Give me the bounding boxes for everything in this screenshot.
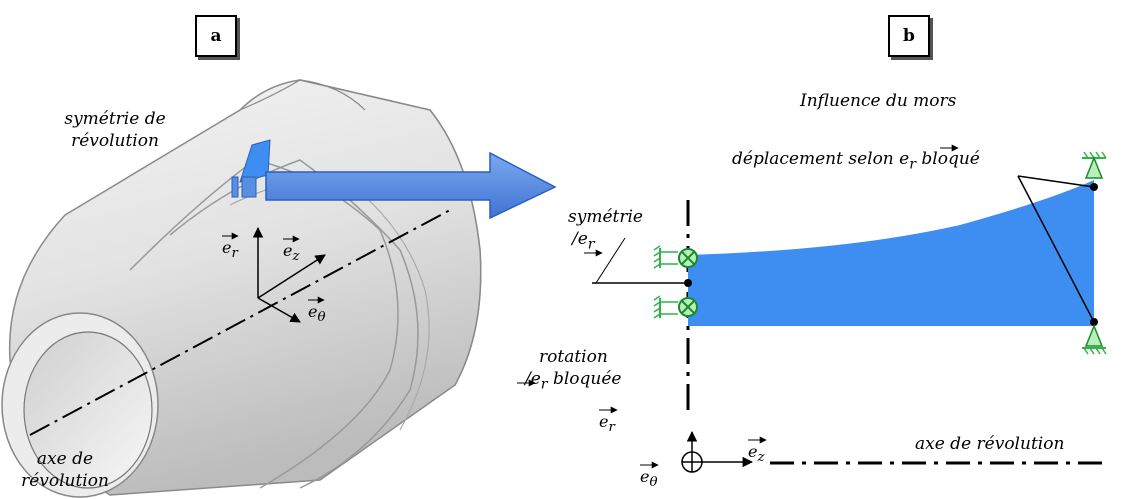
tube-front-opening [23, 331, 153, 489]
profile-ez-label: ez [748, 442, 765, 466]
revolution-axis-label: axe de révolution [915, 434, 1065, 454]
left-support-lower [653, 295, 698, 319]
tube-groove-line-1 [129, 159, 399, 489]
left-support-upper [653, 245, 698, 269]
jaw-note-line2: déplacement selon er bloqué [732, 149, 980, 173]
symmetry-label: symétrie /er [568, 207, 643, 253]
right-support-top [1082, 151, 1107, 179]
right-support-bottom [1082, 323, 1107, 355]
transfer-arrow [231, 151, 557, 220]
panel-label-a: a [195, 15, 237, 57]
basis-ez-arrow [257, 254, 326, 299]
symmetry-note: symétrie de révolution [64, 109, 166, 151]
profile-shape [688, 180, 1094, 326]
jaw-leader-2 [1017, 175, 1095, 188]
profile-etheta-label: eθ [640, 467, 658, 491]
panel-label-b: b [888, 15, 930, 57]
tube-axis [29, 209, 451, 436]
tube-top-rim [239, 79, 366, 111]
basis-etheta-arrow [257, 297, 301, 323]
jaw-note-line1: Influence du mors [800, 91, 957, 111]
axis-note: axe de révolution [21, 449, 109, 491]
jaw-leader-1 [1017, 175, 1095, 323]
basis-etheta-label: eθ [308, 302, 326, 326]
basis-ez-label: ez [283, 241, 300, 265]
profile-drawing [517, 144, 1107, 473]
profile-er-label: er [599, 412, 615, 436]
symmetry-leader [595, 237, 626, 284]
basis-er-label: er [222, 238, 238, 262]
rotation-label: rotation /er bloquée [525, 347, 622, 393]
